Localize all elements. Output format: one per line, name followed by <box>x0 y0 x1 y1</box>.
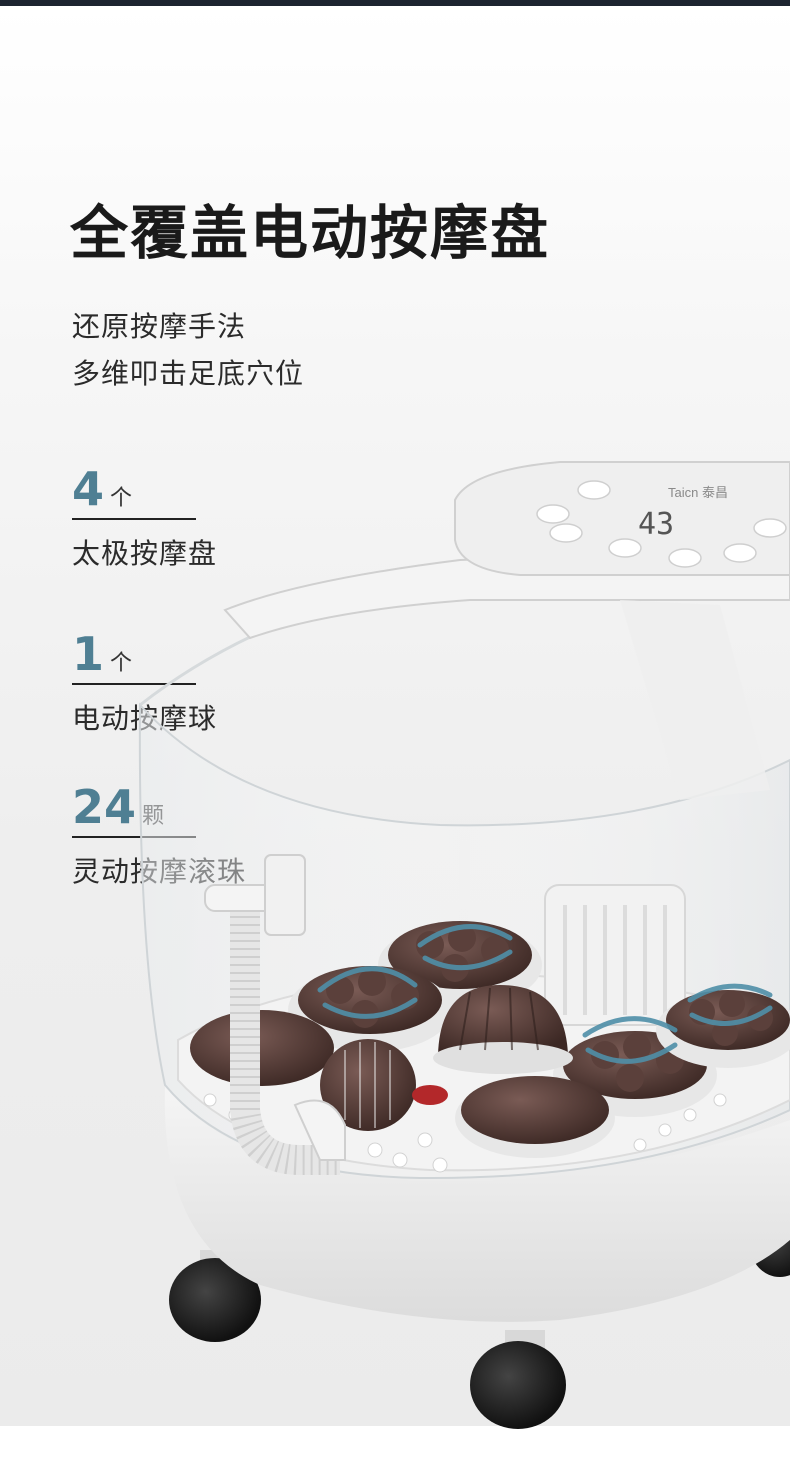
stat-unit: 个 <box>110 651 133 676</box>
stat-unit: 个 <box>110 486 133 511</box>
massage-ball <box>320 1039 416 1131</box>
top-border-bar <box>0 0 790 6</box>
temperature-display: 43 <box>638 507 674 542</box>
stat-divider <box>72 683 196 685</box>
subtitle-line-1: 还原按摩手法 <box>72 310 247 343</box>
stat-number: 1 <box>72 627 105 681</box>
subtitle-line-2: 多维叩击足底穴位 <box>72 357 305 390</box>
spiked-rollers <box>190 985 615 1158</box>
stat-divider <box>72 518 196 520</box>
stat-divider <box>72 836 196 838</box>
stat-description: 太极按摩盘 <box>72 537 218 570</box>
control-buttons <box>536 480 787 568</box>
page-title: 全覆盖电动按摩盘 <box>70 199 551 267</box>
rotation-arrows <box>317 924 773 1064</box>
indicator-light <box>412 1085 448 1105</box>
stat-number: 24 <box>72 780 137 834</box>
foot-spa-illustration: Taicn 泰昌 43 <box>138 461 790 1429</box>
drain-hose <box>204 854 346 1175</box>
stat-number: 4 <box>72 462 105 516</box>
heater-block <box>544 884 686 1026</box>
massage-disc <box>656 990 790 1068</box>
brand-logo: Taicn 泰昌 <box>668 485 728 500</box>
